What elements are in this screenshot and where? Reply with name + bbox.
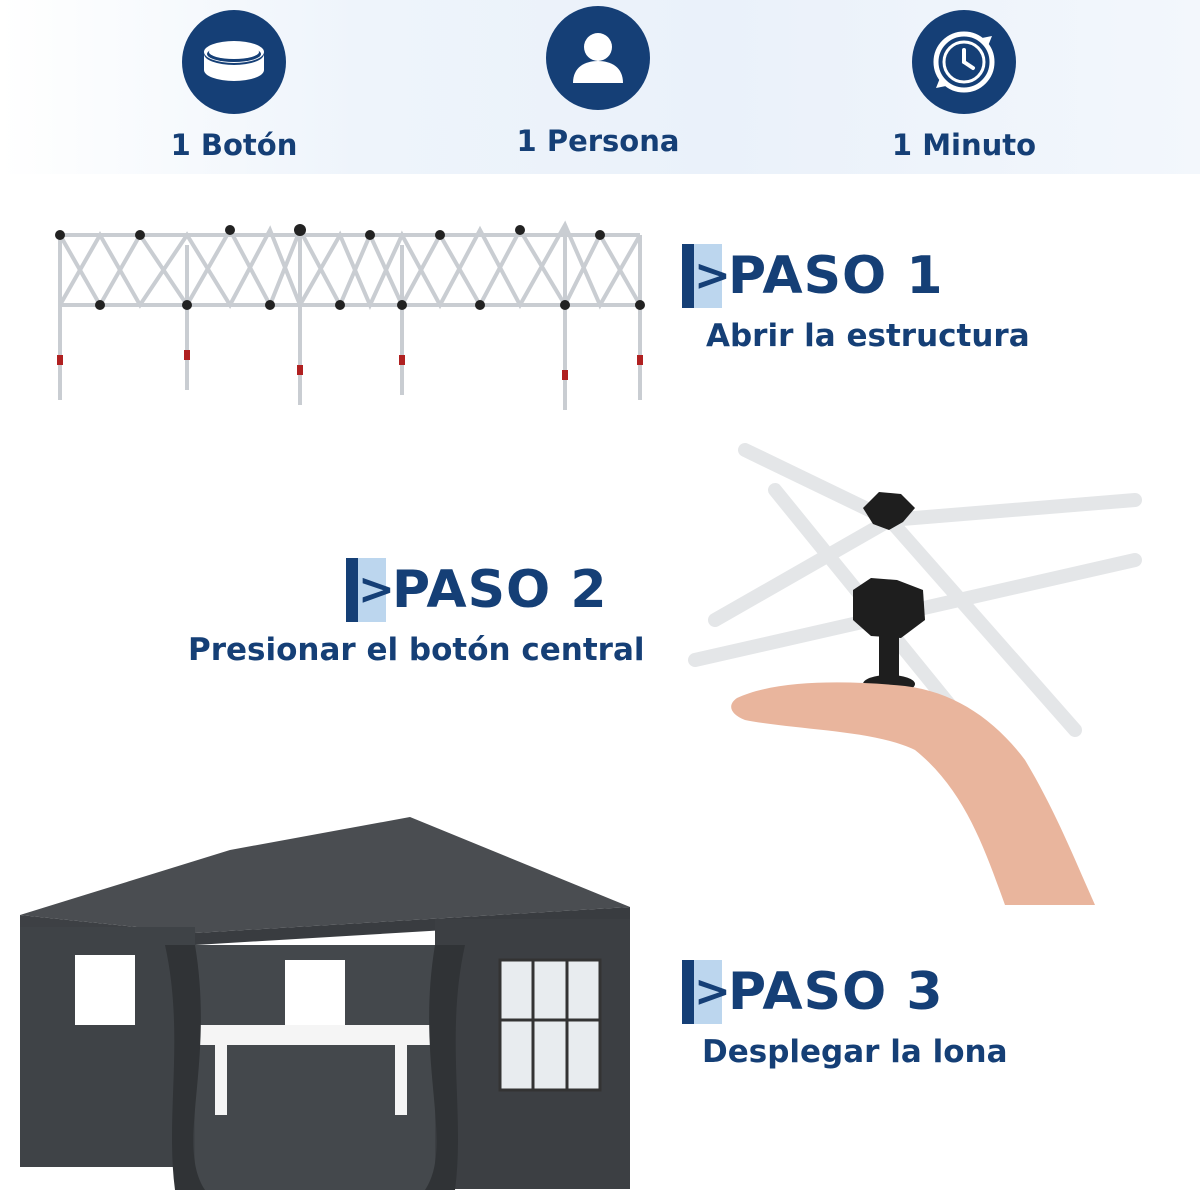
step-marker: >	[358, 558, 395, 622]
step-bar	[682, 960, 694, 1024]
button-icon	[182, 10, 286, 114]
step-2: > PASO 2 Presionar el botón central	[188, 558, 645, 668]
person-icon	[546, 6, 650, 110]
feature-label: 1 Minuto	[891, 128, 1037, 162]
feature-time: 1 Minuto	[844, 10, 1084, 162]
step-marker: >	[694, 244, 731, 308]
frame-illustration	[40, 205, 660, 420]
step-description: Abrir la estructura	[706, 318, 1030, 354]
central-button-photo	[675, 430, 1165, 905]
step-title: PASO 2	[392, 560, 608, 620]
step-1: > PASO 1 Abrir la estructura	[682, 244, 1030, 354]
feature-label: 1 Persona	[516, 124, 680, 158]
step-3: > PASO 3 Desplegar la lona	[682, 960, 1008, 1070]
feature-button: 1 Botón	[114, 10, 354, 162]
step-description: Presionar el botón central	[188, 632, 645, 668]
step-bar	[346, 558, 358, 622]
feature-person: 1 Persona	[478, 6, 718, 158]
step-marker: >	[694, 960, 731, 1024]
step-title: PASO 1	[728, 246, 944, 306]
step-description: Desplegar la lona	[702, 1034, 1008, 1070]
step-bar	[682, 244, 694, 308]
feature-label: 1 Botón	[170, 128, 298, 162]
tent-photo	[15, 815, 640, 1200]
step-title: PASO 3	[728, 962, 944, 1022]
clock-icon	[912, 10, 1016, 114]
